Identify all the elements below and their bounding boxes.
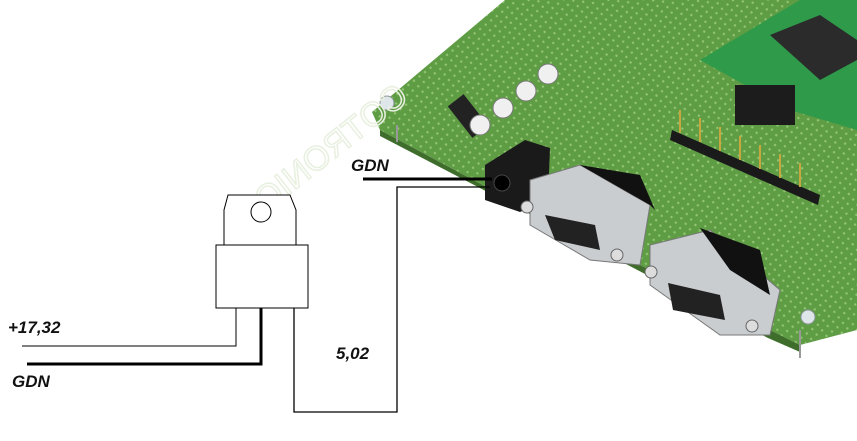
voltage-regulator-icon [215,194,309,309]
input-wire [22,308,237,347]
input-voltage-label: +17,32 [8,318,61,337]
ground-label-left: GDN [12,372,50,391]
output-voltage-label: 5,02 [336,344,370,363]
development-board-photo: COTRONIC [248,0,857,358]
trimmer-potentiometers [447,63,559,138]
microcontroller-chip [770,15,857,80]
serial-connector-1 [520,164,655,266]
ground-label-board: GDN [351,156,389,175]
ground-wire-left [27,308,263,366]
serial-connector-2 [644,228,781,336]
wires [22,177,492,413]
output-wire [293,186,490,413]
pin-header [670,130,820,205]
